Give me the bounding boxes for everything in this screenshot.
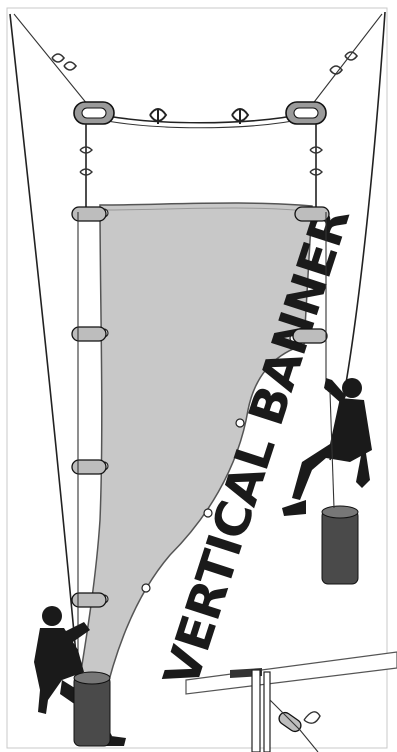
- top-right-carabiner-icon: [286, 102, 326, 124]
- carabiner-icon: [293, 329, 327, 343]
- top-traverse-rope: [92, 113, 308, 128]
- top-left-carabiner-icon: [74, 102, 114, 124]
- carabiner-icon: [295, 207, 329, 221]
- carabiner-icon: [72, 207, 106, 221]
- left-rope-bag-icon: [74, 672, 110, 746]
- carabiner-icon: [277, 710, 304, 734]
- carabiner-icon: [72, 327, 106, 341]
- carabiner-icon: [72, 460, 106, 474]
- carabiner-icon: [72, 593, 106, 607]
- vertical-hang-ropes: [80, 124, 322, 212]
- vertical-banner: VERTICAL BANNER: [78, 201, 361, 700]
- bottom-right-anchor-beam: [186, 652, 397, 752]
